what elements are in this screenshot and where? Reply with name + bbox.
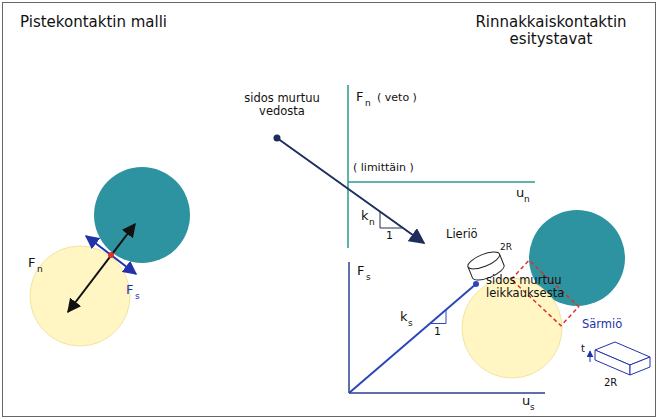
axis (347, 85, 349, 248)
axis-symbol: F (357, 264, 364, 279)
stiffness-symbol: k (400, 310, 408, 325)
axis-symbol: u (516, 186, 524, 201)
point-contact-sketch (30, 167, 190, 346)
subscript: n (524, 194, 530, 204)
force-symbol: F (28, 256, 35, 271)
slope-triangle (380, 212, 402, 228)
axis-note: ( veto ) (377, 92, 417, 105)
slope-value: 1 (386, 230, 393, 243)
shear-force-arrow (86, 236, 136, 274)
normal-force-arrow (68, 224, 135, 312)
break-note: sidos murtuu vedosta (236, 92, 328, 118)
panel-heading: Rinnakkaiskontaktin esitystavat (462, 14, 640, 49)
subscript: n (365, 98, 371, 108)
subscript: s (408, 318, 413, 328)
subscript: n (369, 217, 375, 227)
force-symbol: F (126, 283, 133, 298)
stiffness-line (277, 138, 424, 243)
frame (3, 3, 656, 417)
dimension: 2R (500, 242, 512, 252)
axis (348, 181, 535, 183)
axis-note: ( limittäin ) (353, 162, 414, 175)
panel-heading: Pistekontaktin malli (20, 14, 167, 31)
contact-point (108, 252, 114, 258)
dimension: 2R (604, 377, 617, 389)
subscript: s (366, 272, 371, 282)
break-point (473, 281, 479, 287)
axis-symbol: u (522, 394, 530, 409)
slope-value: 1 (434, 326, 441, 339)
subscript: s (135, 291, 140, 301)
parallel-contact-sketch (462, 210, 650, 378)
axis (349, 392, 545, 394)
prism-icon (590, 342, 650, 375)
normal-plot (274, 85, 536, 248)
break-point (274, 135, 281, 142)
subscript: n (37, 264, 43, 274)
axis (348, 262, 350, 393)
stiffness-line (349, 284, 476, 393)
particle-teal (94, 167, 190, 263)
break-note: sidos murtuu leikkauksesta (486, 274, 581, 300)
axis-symbol: F (356, 90, 363, 105)
thickness-arrow (590, 351, 591, 362)
shape-name: Lieriö (446, 228, 478, 241)
slope-triangle (430, 310, 446, 324)
shape-name: Särmiö (582, 318, 622, 331)
stiffness-symbol: k (361, 209, 369, 224)
dimension: t (581, 343, 585, 355)
subscript: s (530, 402, 535, 412)
